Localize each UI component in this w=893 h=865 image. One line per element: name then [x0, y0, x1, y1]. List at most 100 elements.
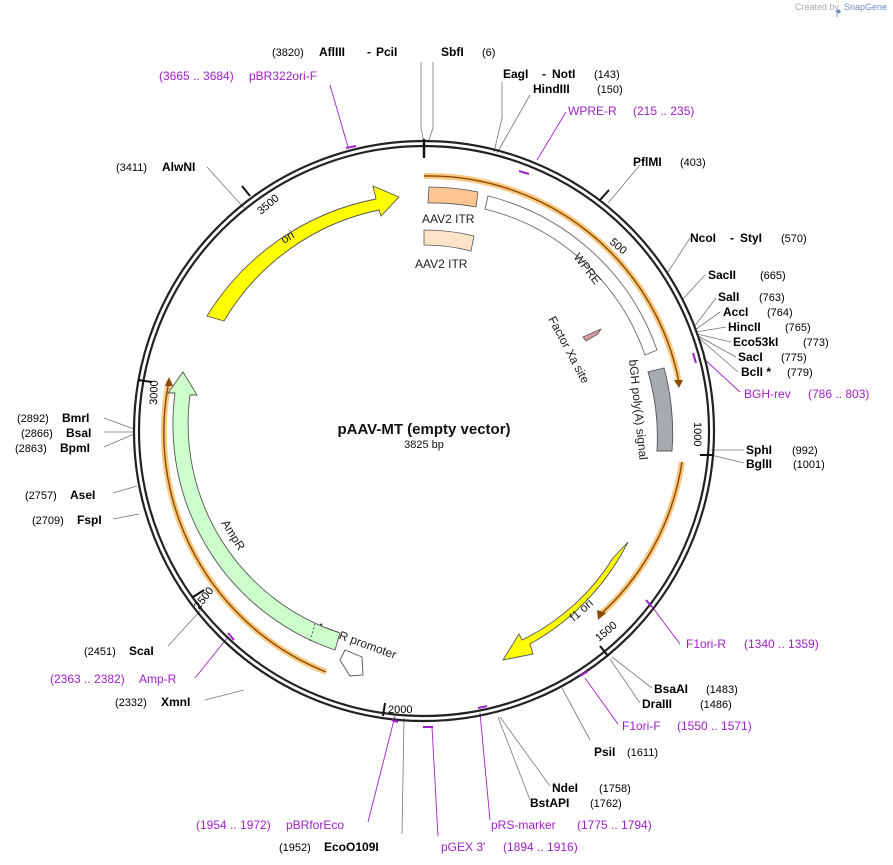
ori-arrow	[206, 185, 400, 322]
primer-name: WPRE-R	[568, 104, 617, 118]
primer-range: (1775 .. 1794)	[577, 818, 652, 832]
site-position: (1483)	[706, 684, 738, 696]
enzyme-site-sbfi[interactable]: SbfI (6)	[441, 45, 495, 59]
ampr-divider	[309, 623, 316, 642]
enzyme-name: AccI	[723, 305, 748, 319]
enzyme-site-bpmi[interactable]: (2863) BpmI	[15, 441, 90, 455]
enzyme-name: NdeI	[552, 781, 578, 795]
enzyme-site-draiii[interactable]: DraIII (1486)	[642, 697, 732, 711]
primer-pbr322ori-f[interactable]: (3665 .. 3684) pBR322ori-F	[159, 69, 317, 83]
enzyme-site-acci[interactable]: AccI (764)	[723, 305, 793, 319]
enzyme-site-asei[interactable]: (2757) AseI	[25, 488, 95, 502]
primer-leader-lines	[194, 84, 741, 837]
primer-name: F1ori-R	[686, 637, 726, 651]
enzyme-name: SacI	[738, 350, 763, 364]
enzyme-site-afliii-pcii[interactable]: (3820) AflIII - PciI	[272, 45, 397, 59]
enzyme-name: BstAPI	[530, 796, 569, 810]
primer-wpre-r[interactable]: WPRE-R (215 .. 235)	[568, 104, 694, 118]
enzyme-name: HindIII	[533, 82, 570, 96]
enzyme-site-ndei[interactable]: NdeI (1758)	[552, 781, 631, 795]
enzyme-site-saci[interactable]: SacI (775)	[738, 350, 807, 364]
separator: -	[730, 231, 734, 245]
enzyme-name: Eco53kI	[733, 335, 778, 349]
enzyme-site-psii[interactable]: PsiI (1611)	[594, 745, 658, 759]
primer-name: pRS-marker	[491, 818, 556, 832]
aav2-itr-label: AAV2 ITR	[422, 212, 475, 226]
site-position: (570)	[781, 233, 807, 245]
primer-name: pGEX 3'	[441, 840, 485, 854]
site-position: (2892)	[17, 413, 49, 425]
factor-xa-arrow	[582, 328, 602, 342]
enzyme-site-eagi-noti[interactable]: EagI - NotI (143)	[503, 67, 620, 81]
enzyme-name: BmrI	[62, 411, 89, 425]
primer-amp-r[interactable]: (2363 .. 2382) Amp-R	[50, 672, 177, 686]
enzyme-site-bsai[interactable]: (2866) BsaI	[21, 426, 91, 440]
enzyme-site-sphi[interactable]: SphI (992)	[746, 443, 818, 457]
enzyme-site-xmni[interactable]: (2332) XmnI	[115, 695, 190, 709]
site-position: (2332)	[115, 697, 147, 709]
enzyme-name: ScaI	[129, 644, 154, 658]
plasmid-length: 3825 bp	[404, 439, 444, 451]
site-position: (6)	[482, 47, 495, 59]
site-position: (775)	[781, 352, 807, 364]
enzyme-site-sacii[interactable]: SacII (665)	[708, 268, 786, 282]
enzyme-site-pflmi[interactable]: PflMI (403)	[633, 155, 706, 169]
primer-f1ori-r[interactable]: F1ori-R (1340 .. 1359)	[686, 637, 819, 651]
enzyme-site-bsaai[interactable]: BsaAI (1483)	[654, 682, 738, 696]
primer-name: BGH-rev	[744, 387, 791, 401]
site-position: (665)	[760, 270, 786, 282]
site-position: (1486)	[700, 699, 732, 711]
enzyme-name: BglII	[746, 457, 772, 471]
enzyme-site-ncoi-styi[interactable]: NcoI - StyI (570)	[690, 231, 807, 245]
highlight-arrowhead	[597, 610, 606, 620]
snapgene-logo-icon: ᖰ	[836, 9, 841, 20]
enzyme-site-scai[interactable]: (2451) ScaI	[84, 644, 154, 658]
enzyme-site-fspi[interactable]: (2709) FspI	[32, 513, 102, 527]
f1-ori-arrow	[502, 541, 629, 661]
primer-pbrforeco[interactable]: (1954 .. 1972) pBRforEco	[196, 818, 344, 832]
site-position: (1952)	[279, 842, 311, 854]
enzyme-site-sali[interactable]: SalI (763)	[718, 290, 785, 304]
enzyme-name: PflMI	[633, 155, 662, 169]
enzyme-site-alwni[interactable]: (3411) AlwNI	[116, 160, 195, 174]
highlight-arcs	[160, 172, 685, 675]
enzyme-name: BclI *	[741, 365, 771, 379]
primer-prs-marker[interactable]: pRS-marker (1775 .. 1794)	[491, 818, 652, 832]
enzyme-name: SbfI	[441, 45, 464, 59]
separator: -	[542, 67, 546, 81]
enzyme-name: BpmI	[60, 441, 90, 455]
factor-xa-label: Factor Xa site	[545, 314, 592, 386]
f1-ori-label: f1 ori	[567, 596, 596, 624]
enzyme-name: StyI	[740, 231, 762, 245]
enzyme-site-ecoo109i[interactable]: (1952) EcoO109I	[279, 840, 379, 854]
enzyme-site-bmri[interactable]: (2892) BmrI	[17, 411, 89, 425]
ori-label: ori	[278, 228, 297, 247]
enzyme-name: DraIII	[642, 697, 672, 711]
enzyme-name: EcoO109I	[324, 840, 379, 854]
enzyme-site-hincii[interactable]: HincII (765)	[728, 320, 811, 334]
site-position: (150)	[597, 84, 623, 96]
primer-range: (3665 .. 3684)	[159, 69, 234, 83]
primer-range: (1894 .. 1916)	[503, 840, 578, 854]
primer-f1ori-f[interactable]: F1ori-F (1550 .. 1571)	[622, 719, 752, 733]
site-position: (992)	[792, 445, 818, 457]
site-position: (765)	[785, 322, 811, 334]
site-position: (403)	[680, 157, 706, 169]
tick-label: 3500	[255, 192, 281, 217]
enzyme-site-bcli[interactable]: BclI * (779)	[741, 365, 813, 379]
scale-ticks	[137, 185, 714, 717]
enzyme-site-bstapi[interactable]: BstAPI (1762)	[530, 796, 622, 810]
enzyme-site-eco53ki[interactable]: Eco53kI (773)	[733, 335, 829, 349]
enzyme-site-bglii[interactable]: BglII (1001)	[746, 457, 825, 471]
enzyme-name: PsiI	[594, 745, 615, 759]
enzyme-name: BsaI	[66, 426, 91, 440]
enzyme-name: FspI	[77, 513, 102, 527]
highlight-arrowhead	[165, 377, 173, 386]
primer-bgh-rev[interactable]: BGH-rev (786 .. 803)	[744, 387, 869, 401]
primer-pgex3[interactable]: pGEX 3' (1894 .. 1916)	[441, 840, 578, 854]
enzyme-name: SphI	[746, 443, 772, 457]
site-position: (2866)	[21, 428, 53, 440]
enzyme-site-hindiii[interactable]: HindIII (150)	[533, 82, 623, 96]
aav2-itr-block	[423, 229, 475, 252]
ampr-promoter-arrow	[339, 649, 364, 677]
